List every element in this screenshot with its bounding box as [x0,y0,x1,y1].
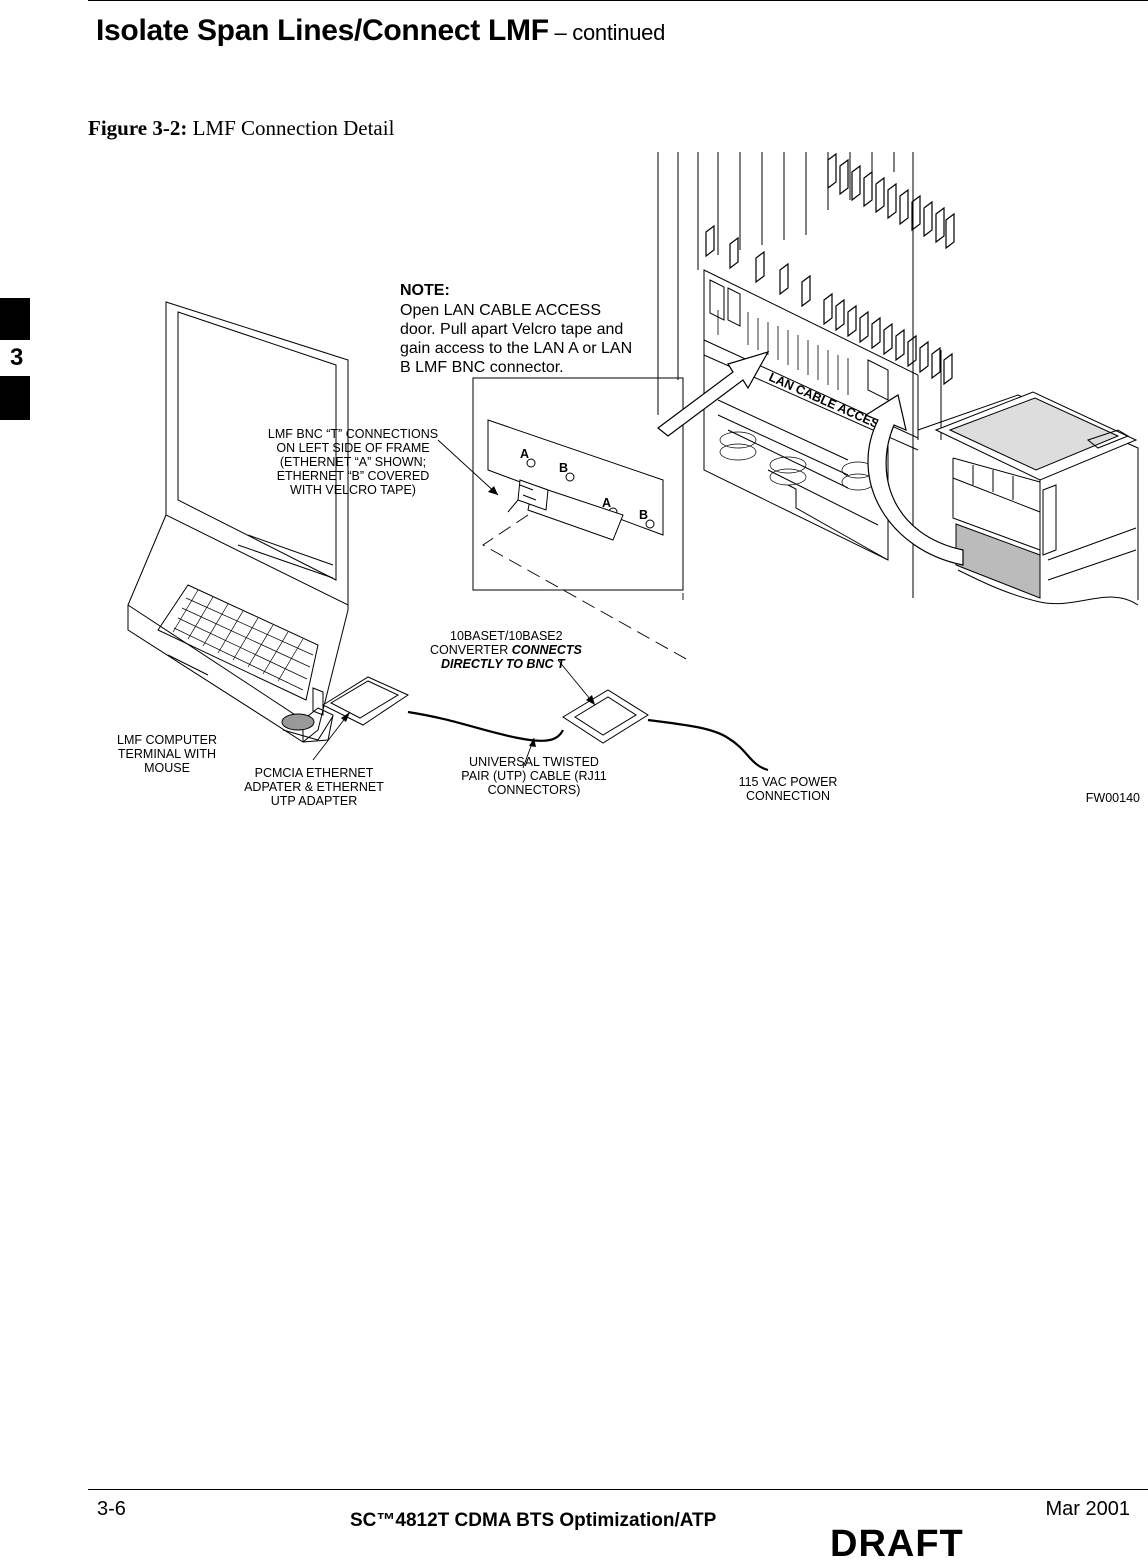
bnc-inset-illustration: A B A B [472,377,684,591]
chapter-tab-block-bottom [0,376,30,420]
bnc-t-line-5: WITH VELCRO TAPE) [290,483,416,497]
terminal-callout: LMF COMPUTER TERMINAL WITH MOUSE [117,733,217,775]
figure-id: FW00140 [1086,791,1140,805]
footer-page-number: 3-6 [97,1498,126,1520]
figure-caption-text: LMF Connection Detail [187,116,395,140]
bnc-t-line-3: (ETHERNET “A” SHOWN; [280,455,426,469]
power-line-2: CONNECTION [746,789,830,803]
bnc-t-line-1: LMF BNC “T” CONNECTIONS [268,427,438,441]
converter-line-1: 10BASET/10BASE2 [450,629,563,643]
power-line-1: 115 VAC POWER [739,775,838,789]
lmf-connection-diagram: LAN CABLE ACCESS [117,152,1140,808]
header-continued: – continued [548,20,666,45]
pcmcia-callout: PCMCIA ETHERNET ADPATER & ETHERNET UTP A… [244,766,384,808]
header-title: Isolate Span Lines/Connect LMF [96,14,549,47]
note-heading: NOTE: [400,282,450,299]
note-line-3: gain access to the LAN A or LAN [400,340,632,357]
figure-caption-label: Figure 3-2: [88,116,188,140]
chapter-tab-number: 3 [10,344,24,371]
converter-illustration [562,689,649,744]
figure-caption: Figure 3-2: LMF Connection Detail [88,116,394,141]
bnc-t-line-2: ON LEFT SIDE OF FRAME [276,441,429,455]
connector-b-label-1: B [559,461,568,475]
connector-b-label-2: B [639,508,648,522]
footer-title: SC™4812T CDMA BTS Optimization/ATP [350,1510,717,1531]
pcmcia-line-1: PCMCIA ETHERNET [255,766,374,780]
chapter-tab-block-top [0,298,30,340]
chapter-tab: 3 [0,298,30,420]
utp-line-3: CONNECTORS) [488,783,581,797]
footer-rule [88,1489,1148,1490]
draft-watermark: DRAFT [830,1523,964,1565]
utp-line-1: UNIVERSAL TWISTED [469,755,599,769]
terminal-line-1: LMF COMPUTER [117,733,217,747]
connector-a-label-2: A [602,496,611,510]
laptop-illustration [127,301,349,743]
utp-callout: UNIVERSAL TWISTED PAIR (UTP) CABLE (RJ11… [461,755,606,797]
utp-line-2: PAIR (UTP) CABLE (RJ11 [461,769,606,783]
connector-a-label-1: A [520,447,529,461]
figure-note: NOTE: Open LAN CABLE ACCESS door. Pull a… [400,282,632,376]
page-header: Isolate Span Lines/Connect LMF – continu… [96,14,665,48]
converter-line-3: DIRECTLY TO BNC T [441,657,566,671]
converter-line-2b: CONNECTS [512,643,583,657]
footer-date: Mar 2001 [1045,1498,1131,1520]
note-line-4: B LMF BNC connector. [400,359,564,376]
terminal-line-2: TERMINAL WITH [118,747,216,761]
converter-line-2a: CONVERTER [430,643,512,657]
note-line-1: Open LAN CABLE ACCESS [400,302,601,319]
bnc-t-callout: LMF BNC “T” CONNECTIONS ON LEFT SIDE OF … [268,427,438,497]
bnc-t-line-4: ETHERNET “B” COVERED [277,469,430,483]
pcmcia-card-illustration [312,676,410,726]
converter-callout: 10BASET/10BASE2 CONVERTER CONNECTS DIREC… [430,629,583,671]
pcmcia-line-3: UTP ADAPTER [271,794,358,808]
header-rule [88,0,1148,1]
converter-line-2: CONVERTER CONNECTS [430,643,583,657]
terminal-line-3: MOUSE [144,761,190,775]
power-cabinet-illustration [917,391,1139,606]
note-line-2: door. Pull apart Velcro tape and [400,321,623,338]
pcmcia-line-2: ADPATER & ETHERNET [244,780,384,794]
power-callout: 115 VAC POWER CONNECTION [739,775,838,803]
